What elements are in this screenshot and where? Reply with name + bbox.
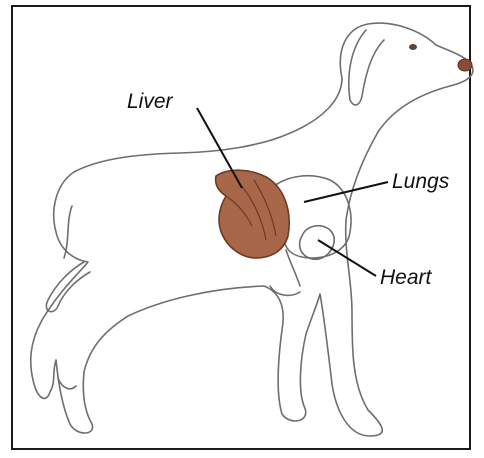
dog-eye bbox=[409, 44, 417, 50]
heart-organ bbox=[300, 226, 335, 260]
dog-ear bbox=[349, 30, 384, 105]
elbow-contour bbox=[270, 286, 300, 295]
heart-label: Heart bbox=[380, 266, 433, 289]
lungs-label: Lungs bbox=[392, 170, 450, 193]
hind-leg-contour bbox=[64, 206, 72, 258]
hind-foot-contour bbox=[58, 378, 76, 389]
dog-nose bbox=[458, 59, 472, 71]
liver-label: Liver bbox=[127, 90, 174, 113]
